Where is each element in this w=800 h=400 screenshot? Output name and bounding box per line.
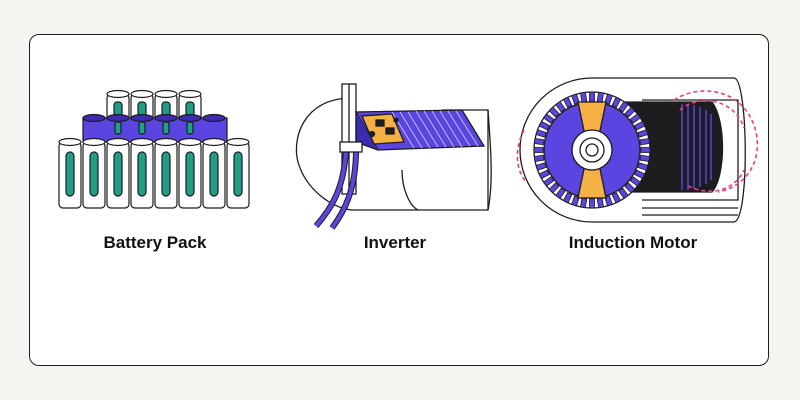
inverter-icon (295, 83, 492, 230)
label-inverter: Inverter (363, 233, 427, 252)
induction-motor-icon (516, 77, 759, 223)
battery-pack-icon (58, 89, 250, 209)
label-induction-motor: Induction Motor (568, 233, 698, 252)
label-battery-pack: Battery Pack (103, 233, 207, 252)
